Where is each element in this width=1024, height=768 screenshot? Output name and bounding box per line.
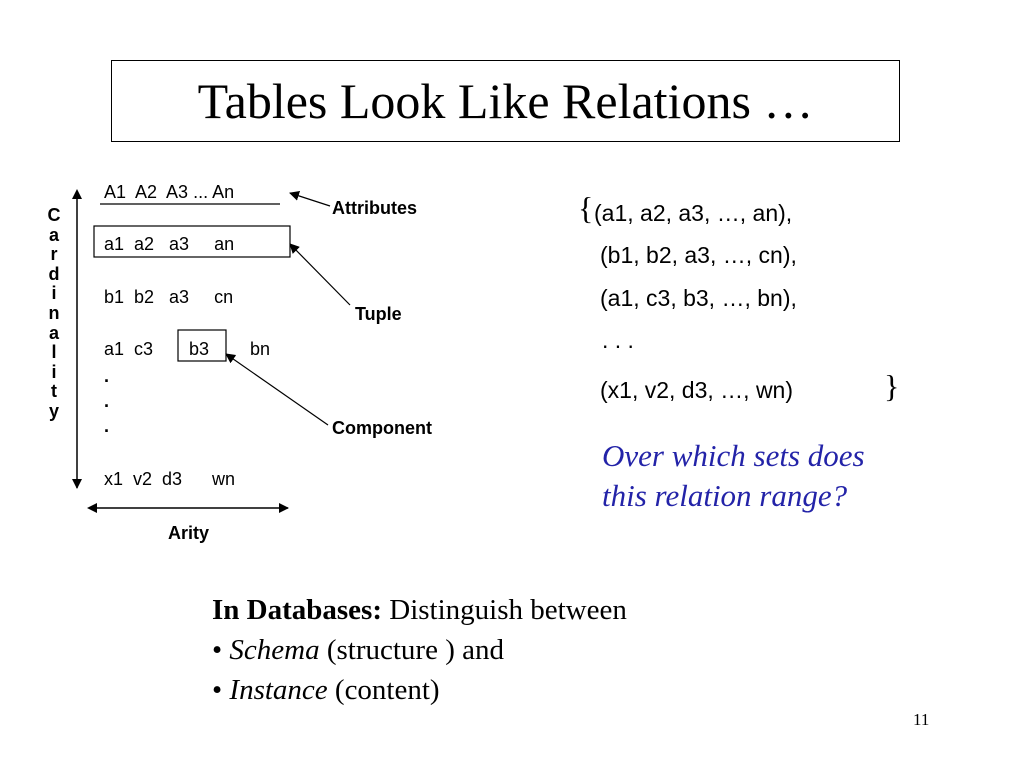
- cardinality-letter: n: [48, 302, 60, 323]
- attributes-label: Attributes: [332, 198, 417, 218]
- cardinality-letter: t: [51, 381, 57, 402]
- cardinality-letter: l: [51, 342, 57, 363]
- table-row: b1 b2 a3 cn: [104, 287, 234, 307]
- table-row: x1 v2 d3 wn: [104, 469, 236, 489]
- cardinality-letter: i: [51, 283, 57, 304]
- table-row-left: a1 c3: [104, 339, 154, 359]
- component-pointer: [225, 353, 329, 426]
- relation-tuple: (b1, b2, a3, …, cn),: [600, 242, 797, 268]
- table-row-right: bn: [250, 339, 271, 359]
- bullet-item: • Instance (content): [212, 670, 627, 710]
- tuple-label: Tuple: [355, 304, 402, 324]
- table-dot: .: [104, 416, 110, 436]
- bullet-item-text: (content): [327, 674, 440, 706]
- cardinality-label: C a r d i n a l i t y: [46, 205, 62, 422]
- cardinality-letter: r: [50, 244, 58, 265]
- tuple-box: [93, 225, 291, 258]
- databases-heading-rest: Distinguish between: [382, 594, 627, 626]
- bullet: •: [212, 674, 223, 706]
- databases-section: In Databases: Distinguish between • Sche…: [212, 590, 627, 710]
- cardinality-letter: d: [48, 263, 60, 284]
- databases-heading-line: In Databases: Distinguish between: [212, 590, 627, 630]
- cardinality-letter: i: [51, 361, 57, 382]
- question-line: Over which sets does: [602, 438, 865, 473]
- table-dot: .: [104, 366, 110, 386]
- table-row: a1 a2 a3 an: [104, 234, 235, 254]
- question-line: this relation range?: [602, 478, 848, 513]
- attributes-pointer: [289, 191, 331, 207]
- bullet: •: [212, 634, 223, 666]
- bullet-item: • Schema (structure ) and: [212, 630, 627, 670]
- cardinality-letter: a: [48, 322, 59, 343]
- close-brace: }: [884, 368, 900, 404]
- relation-ellipsis: . . .: [602, 327, 634, 353]
- slide-title: Tables Look Like Relations …: [197, 73, 814, 129]
- tuple-pointer: [289, 243, 351, 306]
- open-brace: {: [578, 190, 594, 226]
- table-row-component: b3: [189, 339, 210, 359]
- table-dot: .: [104, 391, 110, 411]
- relation-tuple: (x1, v2, d3, …, wn): [600, 377, 794, 403]
- cardinality-letter: a: [48, 224, 59, 245]
- component-label: Component: [332, 418, 432, 438]
- cardinality-letter: C: [47, 205, 61, 225]
- bullet-item-text: (structure ) and: [319, 634, 504, 666]
- title-box: [111, 60, 900, 142]
- cardinality-letter: y: [48, 400, 59, 421]
- instance-term: Instance: [229, 674, 328, 706]
- relation-tuple: (a1, c3, b3, …, bn),: [600, 285, 797, 311]
- relation-tuple: (a1, a2, a3, …, an),: [594, 200, 793, 226]
- table-header: A1 A2 A3 ... An: [104, 182, 235, 202]
- component-box: [177, 329, 227, 362]
- question-text: Over which sets does this relation range…: [602, 436, 865, 516]
- schema-term: Schema: [229, 634, 320, 666]
- arity-label: Arity: [168, 523, 210, 543]
- databases-heading: In Databases:: [212, 594, 382, 626]
- page-number: 11: [913, 710, 930, 729]
